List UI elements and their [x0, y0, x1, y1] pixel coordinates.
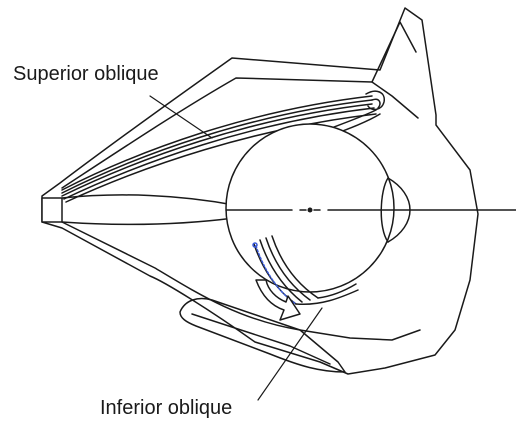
eyeball [226, 124, 410, 292]
superior-oblique-label: Superior oblique [13, 64, 159, 84]
inferior-oblique-label: Inferior oblique [100, 398, 232, 418]
